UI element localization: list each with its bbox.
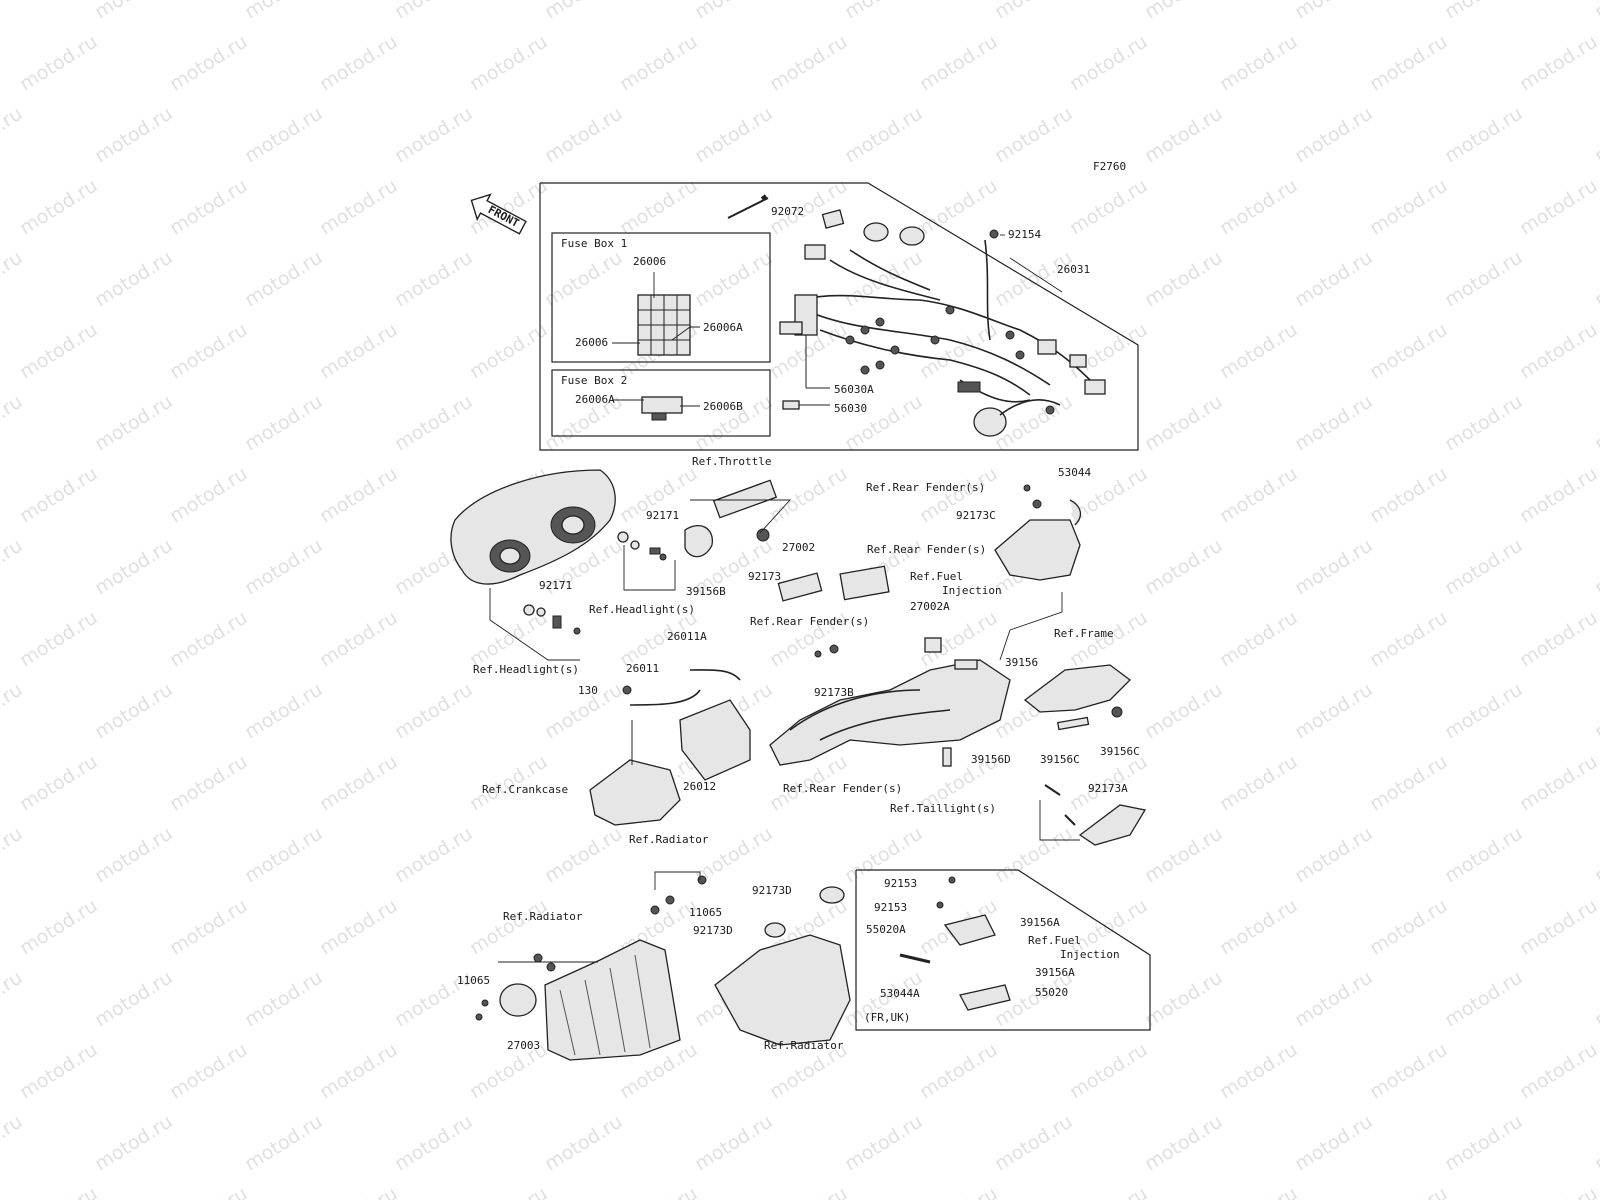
fr-uk-box <box>855 869 1151 1031</box>
label-92154: 92154 <box>1008 228 1042 241</box>
label-26031: 26031 <box>1057 263 1091 276</box>
label-26011: 26011 <box>626 662 660 675</box>
figure-code: F2760 <box>1093 160 1127 173</box>
label-26006A-box2: 26006A <box>575 393 615 406</box>
label-39156B: 39156B <box>686 585 726 598</box>
label-92072: 92072 <box>771 205 805 218</box>
label-92173D-a: 92173D <box>752 884 792 897</box>
part-92072 <box>727 194 769 219</box>
label-39156A-a: 39156A <box>1020 916 1060 929</box>
label-92173C: 92173C <box>956 509 996 522</box>
label-56030A: 56030A <box>834 383 874 396</box>
label-53044A: 53044A <box>880 987 920 1000</box>
battery-26012 <box>622 669 751 781</box>
label-26006-top: 26006 <box>633 255 667 268</box>
label-92173B: 92173B <box>814 686 854 699</box>
ref-rear-fender-3: Ref.Rear Fender(s) <box>750 615 870 628</box>
ref-rear-fender-4: Ref.Rear Fender(s) <box>783 782 903 795</box>
fuse-box-1-title: Fuse Box 1 <box>561 237 628 250</box>
ref-radiator-1: Ref.Radiator <box>629 833 709 846</box>
ref-radiator-3: Ref.Radiator <box>764 1039 844 1052</box>
upper-rear-bracket <box>994 484 1082 661</box>
frame-right-part <box>1023 664 1131 731</box>
fuse-box-1-part <box>612 272 700 356</box>
label-27002A: 27002A <box>910 600 950 613</box>
label-92171-b: 92171 <box>539 579 573 592</box>
ref-crankcase: Ref.Crankcase <box>482 783 569 796</box>
label-92173A: 92173A <box>1088 782 1128 795</box>
ref-rear-fender-2: Ref.Rear Fender(s) <box>867 543 987 556</box>
label-92171-a: 92171 <box>646 509 680 522</box>
label-130: 130 <box>578 684 598 697</box>
label-39156A-b: 39156A <box>1035 966 1075 979</box>
lower-shroud-part <box>714 886 851 1046</box>
main-harness-box <box>539 182 1139 451</box>
label-92153-a: 92153 <box>884 877 918 890</box>
ref-fuel-injection-1b: Injection <box>942 584 1002 597</box>
ref-headlight-2: Ref.Headlight(s) <box>473 663 579 676</box>
front-arrow-icon <box>470 193 527 235</box>
ref-fuel-injection-1a: Ref.Fuel <box>910 570 963 583</box>
label-92153-b: 92153 <box>874 901 908 914</box>
label-39156C-b: 39156C <box>1100 745 1140 758</box>
label-39156C-a: 39156C <box>1040 753 1080 766</box>
ref-headlight-1: Ref.Headlight(s) <box>589 603 695 616</box>
main-wiring-harness-26031 <box>779 209 1106 437</box>
label-27002: 27002 <box>782 541 816 554</box>
label-26006-left: 26006 <box>575 336 609 349</box>
label-92173D-b: 92173D <box>693 924 733 937</box>
fuse-box-2-part <box>612 396 700 421</box>
label-53044: 53044 <box>1058 466 1092 479</box>
crankcase-part <box>589 720 681 826</box>
label-27003: 27003 <box>507 1039 541 1052</box>
fuse-box-2-title: Fuse Box 2 <box>561 374 628 387</box>
label-26012: 26012 <box>683 780 717 793</box>
label-39156: 39156 <box>1005 656 1039 669</box>
throttle-part <box>684 479 792 558</box>
ref-fuel-injection-2b: Injection <box>1060 948 1120 961</box>
label-11065-a: 11065 <box>689 906 723 919</box>
label-56030: 56030 <box>834 402 868 415</box>
ref-fuel-injection-2a: Ref.Fuel <box>1028 934 1081 947</box>
label-26006A-box1: 26006A <box>703 321 743 334</box>
fr-uk-note: (FR,UK) <box>864 1011 911 1024</box>
label-55020A: 55020A <box>866 923 906 936</box>
ref-taillight: Ref.Taillight(s) <box>890 802 996 815</box>
taillight-part <box>1039 784 1147 846</box>
ref-throttle: Ref.Throttle <box>692 455 772 468</box>
label-26011A: 26011A <box>667 630 707 643</box>
label-39156D: 39156D <box>971 753 1011 766</box>
ref-rear-fender-1: Ref.Rear Fender(s) <box>866 481 986 494</box>
label-55020: 55020 <box>1035 986 1069 999</box>
ref-radiator-2: Ref.Radiator <box>503 910 583 923</box>
label-26006B: 26006B <box>703 400 743 413</box>
rear-fender-frame <box>769 565 1011 767</box>
radiator-part <box>475 871 707 1061</box>
ref-frame: Ref.Frame <box>1054 627 1114 640</box>
label-92173: 92173 <box>748 570 782 583</box>
label-11065-b: 11065 <box>457 974 491 987</box>
headlight-assembly <box>450 469 676 661</box>
